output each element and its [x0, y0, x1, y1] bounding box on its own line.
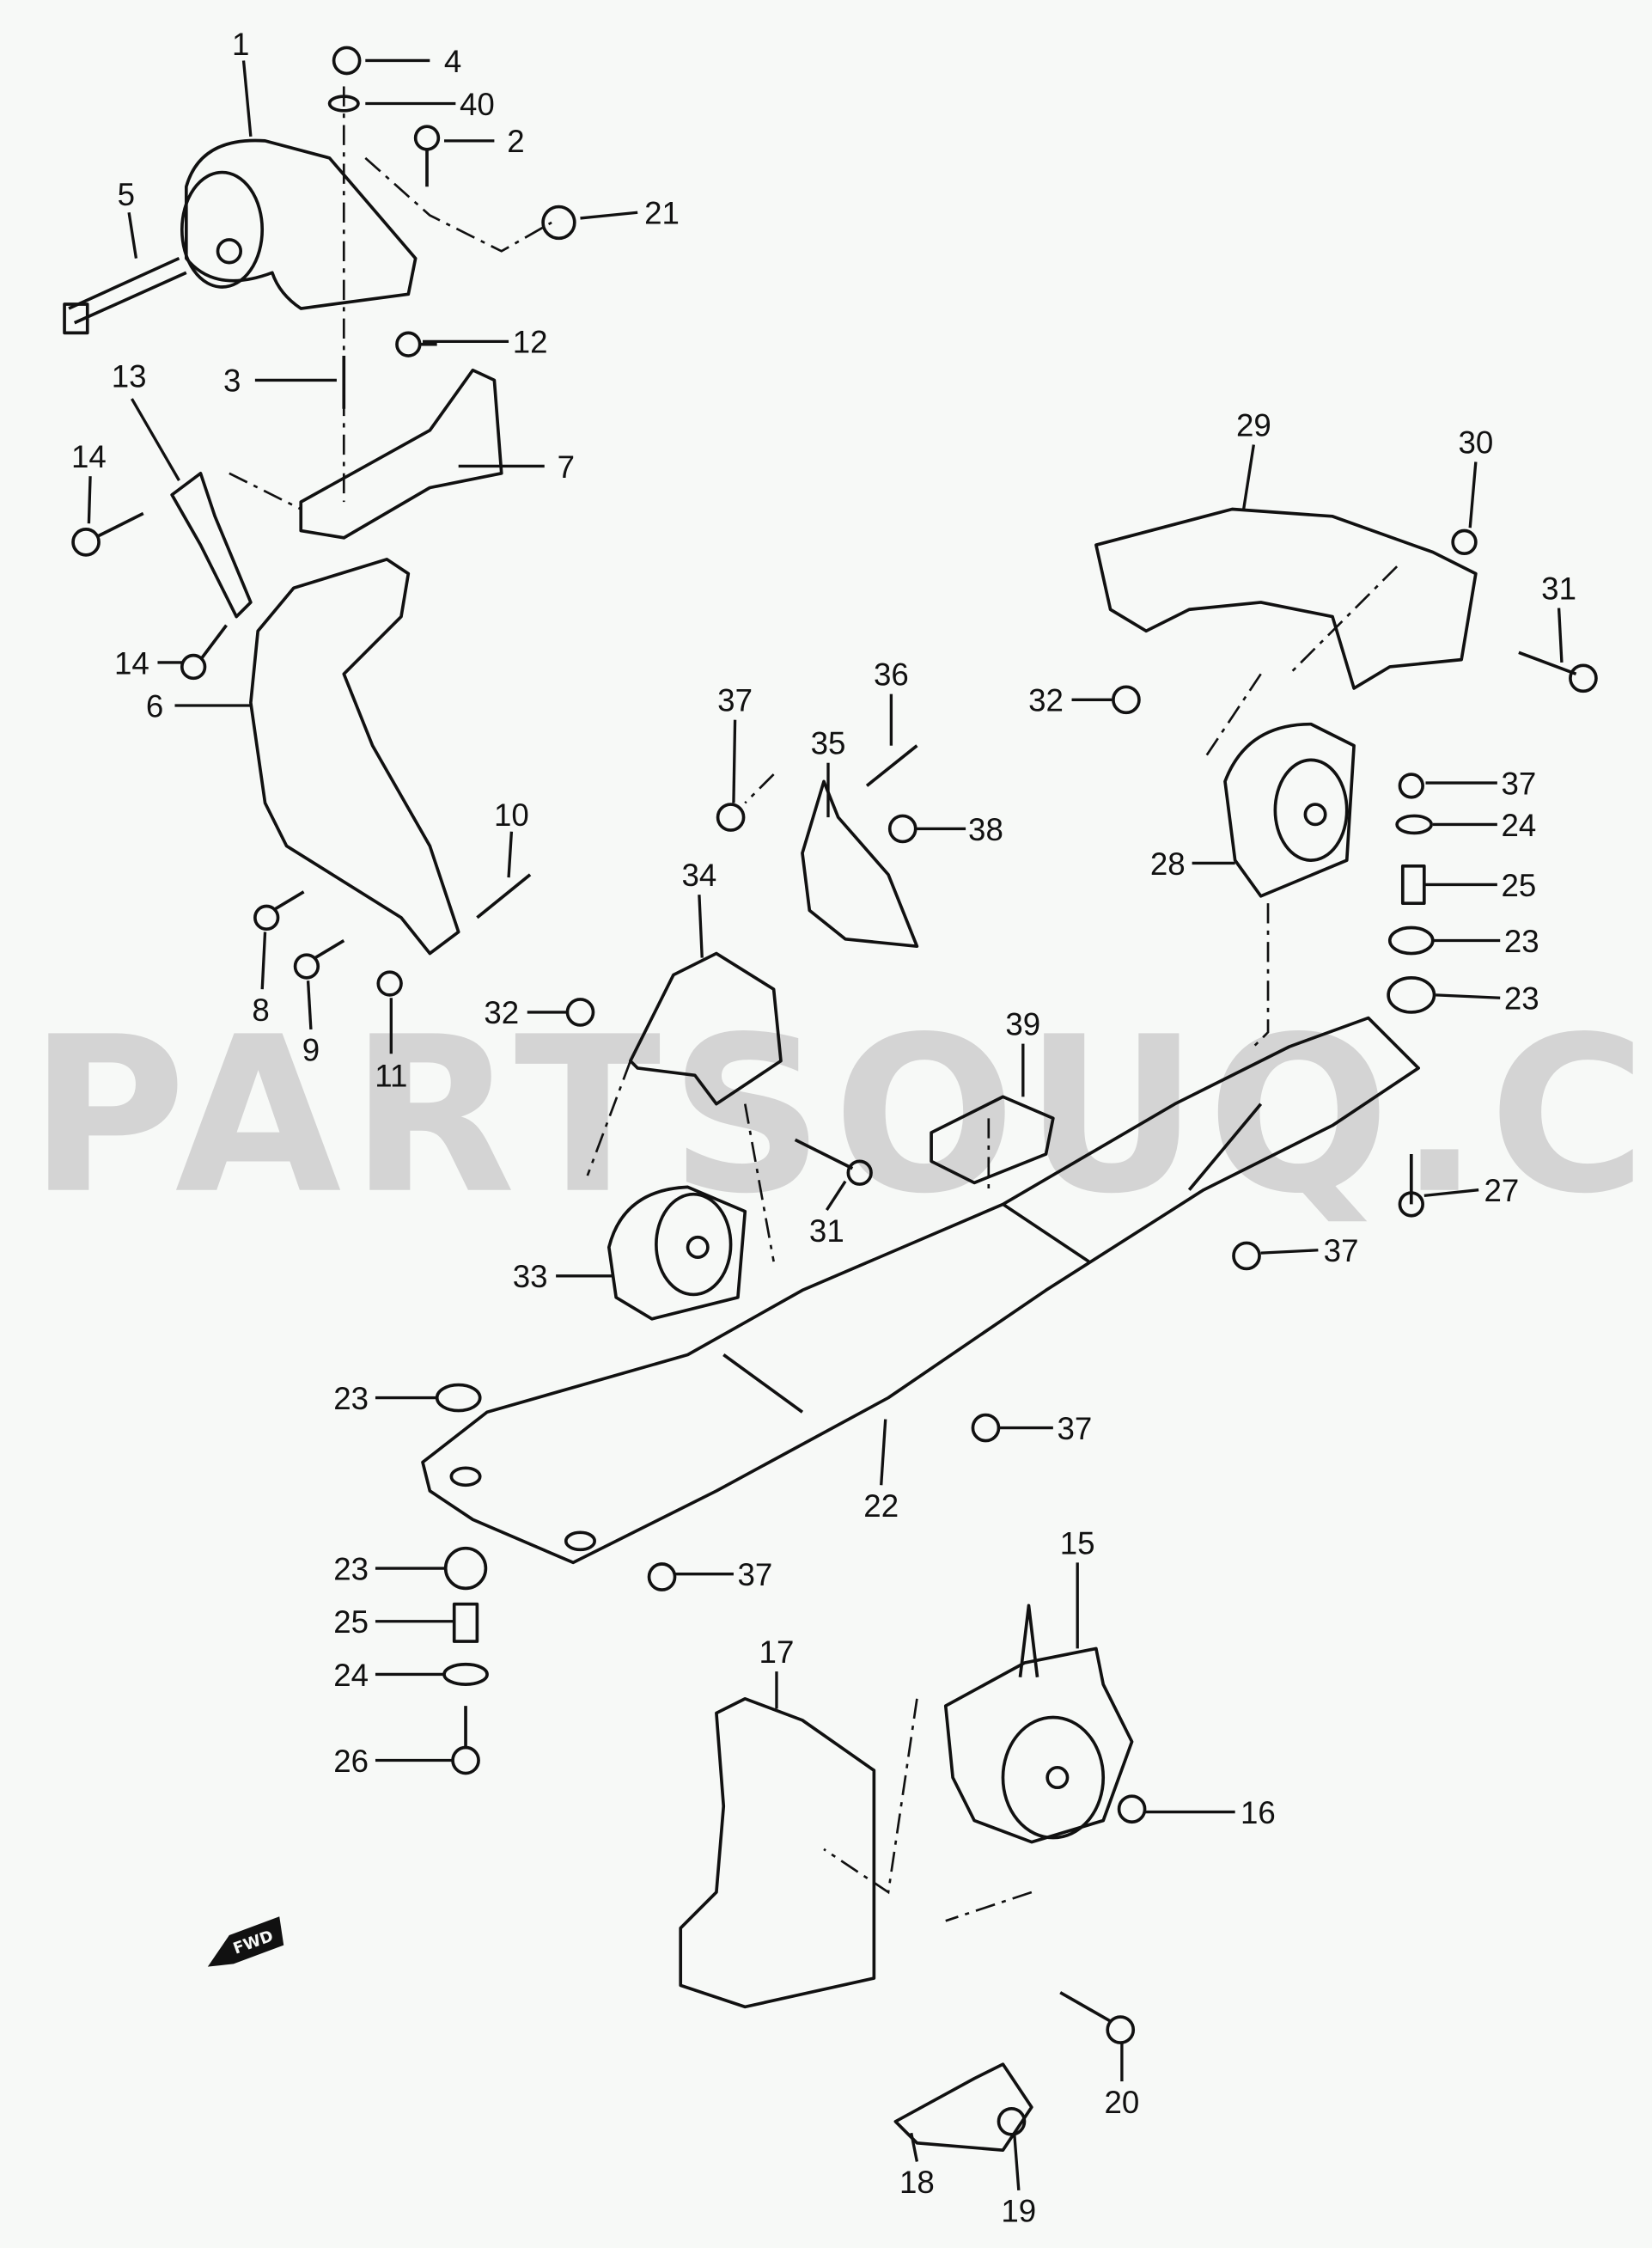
callout-part-31[interactable]: 31 [809, 1213, 844, 1249]
callout-part-10[interactable]: 10 [494, 797, 529, 833]
leader-line [87, 476, 92, 524]
callout-part-27[interactable]: 27 [1484, 1173, 1519, 1208]
bracket-35 [801, 779, 919, 949]
leader-line [1260, 1249, 1319, 1255]
callout-part-25[interactable]: 25 [333, 1604, 369, 1640]
leader-line [306, 980, 313, 1030]
leader-line [732, 719, 737, 803]
callout-part-16[interactable]: 16 [1241, 1795, 1276, 1830]
callout-part-37[interactable]: 37 [1324, 1233, 1359, 1268]
leader-line [698, 895, 704, 958]
callout-part-14[interactable]: 14 [71, 439, 107, 474]
callout-part-32[interactable]: 32 [1028, 683, 1064, 718]
callout-part-38[interactable]: 38 [968, 812, 1003, 847]
bracket-29 [1094, 507, 1478, 690]
callout-part-8[interactable]: 8 [252, 993, 269, 1028]
callout-part-39[interactable]: 39 [1005, 1007, 1040, 1042]
callout-part-24[interactable]: 24 [333, 1658, 369, 1693]
leader-line [260, 932, 267, 990]
callout-part-37[interactable]: 37 [1501, 766, 1536, 801]
callout-part-3[interactable]: 3 [223, 363, 241, 399]
leader-line [127, 212, 138, 259]
callout-part-37[interactable]: 37 [738, 1557, 773, 1592]
callout-part-6[interactable]: 6 [146, 688, 163, 724]
leader-line [1013, 2134, 1021, 2190]
forward-direction-arrow: FWD [207, 1916, 284, 1967]
leader-line [1557, 608, 1564, 663]
bracket-7 [299, 368, 503, 540]
callout-part-1[interactable]: 1 [232, 27, 249, 62]
engine-mount-28 [1223, 722, 1356, 898]
callout-part-34[interactable]: 34 [681, 858, 716, 893]
callout-part-15[interactable]: 15 [1060, 1525, 1095, 1561]
callout-part-21[interactable]: 21 [644, 196, 680, 231]
watermark: PARTSOUQ.COM [28, 992, 1652, 1242]
leader-line [910, 2132, 919, 2162]
leader-line [1436, 993, 1501, 999]
callout-part-40[interactable]: 40 [460, 87, 495, 122]
callout-part-30[interactable]: 30 [1458, 425, 1493, 460]
callout-part-20[interactable]: 20 [1104, 2085, 1139, 2120]
bracket-17 [679, 1696, 876, 2009]
callout-part-19[interactable]: 19 [1001, 2194, 1036, 2229]
callout-part-4[interactable]: 4 [444, 44, 461, 79]
callout-part-36[interactable]: 36 [874, 657, 909, 693]
small-hardware [71, 46, 576, 997]
callout-part-12[interactable]: 12 [513, 325, 548, 360]
bracket-13 [170, 471, 253, 619]
engine-mount-1 [63, 138, 418, 335]
callout-part-11[interactable]: 11 [375, 1059, 407, 1094]
leader-line [241, 60, 253, 137]
leader-line [1468, 461, 1478, 528]
engine-mount-15 [943, 1604, 1134, 1844]
callout-part-25[interactable]: 25 [1501, 868, 1536, 903]
leader-line [130, 398, 180, 481]
rubber-39 [930, 1095, 1055, 1185]
callout-part-23[interactable]: 23 [333, 1381, 369, 1416]
leader-line [825, 1180, 847, 1211]
callout-part-37[interactable]: 37 [717, 683, 753, 718]
assembly-lines [229, 86, 1399, 1922]
bracket-34 [629, 951, 783, 1106]
callout-part-31[interactable]: 31 [1541, 571, 1576, 607]
leader-line [580, 211, 638, 220]
callout-part-14[interactable]: 14 [114, 645, 149, 681]
callout-part-23[interactable]: 23 [1504, 981, 1539, 1017]
callout-part-23[interactable]: 23 [333, 1551, 369, 1586]
callout-part-35[interactable]: 35 [811, 726, 846, 761]
leader-line [880, 1419, 887, 1486]
callout-part-23[interactable]: 23 [1504, 924, 1539, 959]
callout-part-26[interactable]: 26 [333, 1744, 369, 1779]
callout-part-13[interactable]: 13 [112, 359, 147, 394]
crossmember-22 [421, 1016, 1420, 1565]
leader-line [507, 831, 514, 878]
callout-part-37[interactable]: 37 [1057, 1411, 1092, 1446]
callout-part-32[interactable]: 32 [484, 995, 519, 1030]
leader-line [1242, 444, 1255, 510]
callout-part-33[interactable]: 33 [513, 1259, 548, 1294]
engine-mount-33 [607, 1185, 747, 1321]
callout-part-29[interactable]: 29 [1236, 407, 1271, 443]
callout-part-17[interactable]: 17 [759, 1634, 795, 1670]
bracket-6 [249, 558, 460, 956]
callout-part-5[interactable]: 5 [118, 177, 135, 212]
callout-part-24[interactable]: 24 [1501, 808, 1536, 843]
callout-part-9[interactable]: 9 [302, 1033, 320, 1068]
callout-part-28[interactable]: 28 [1150, 846, 1186, 882]
leader-line [1423, 1188, 1479, 1198]
bracket-18 [893, 2062, 1033, 2152]
callout-part-2[interactable]: 2 [507, 124, 524, 159]
callout-part-22[interactable]: 22 [863, 1488, 899, 1524]
callout-part-18[interactable]: 18 [899, 2165, 935, 2200]
callout-part-7[interactable]: 7 [558, 449, 575, 485]
